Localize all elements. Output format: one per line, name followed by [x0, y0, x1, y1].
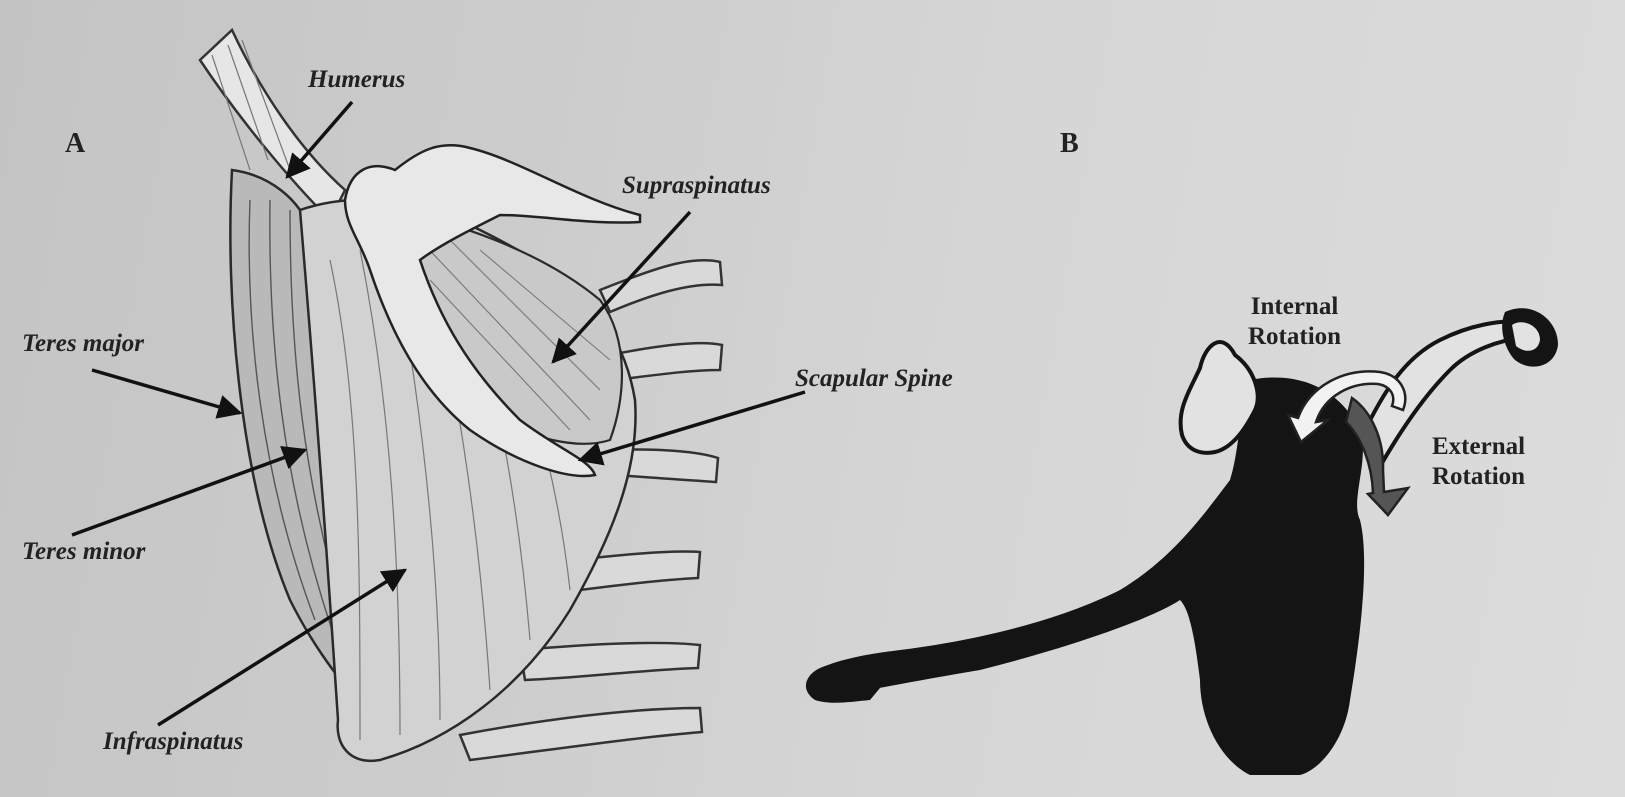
infraspinatus-label: Infraspinatus — [103, 728, 243, 756]
internal-rotation-line2: Rotation — [1248, 322, 1341, 352]
external-rotation-line1: External — [1432, 432, 1525, 462]
external-rotation-line2: Rotation — [1432, 462, 1525, 492]
humerus-label: Humerus — [308, 66, 405, 94]
internal-rotation-label: Internal Rotation — [1248, 292, 1341, 352]
scapular-spine-label: Scapular Spine — [795, 365, 953, 393]
panel-a-letter: A — [65, 128, 85, 160]
teres-minor-label: Teres minor — [22, 538, 145, 566]
teres-major-label: Teres major — [22, 330, 144, 358]
panel-b-letter: B — [1060, 128, 1079, 160]
internal-rotation-line1: Internal — [1248, 292, 1341, 322]
supraspinatus-label: Supraspinatus — [622, 172, 771, 200]
external-rotation-label: External Rotation — [1432, 432, 1525, 492]
